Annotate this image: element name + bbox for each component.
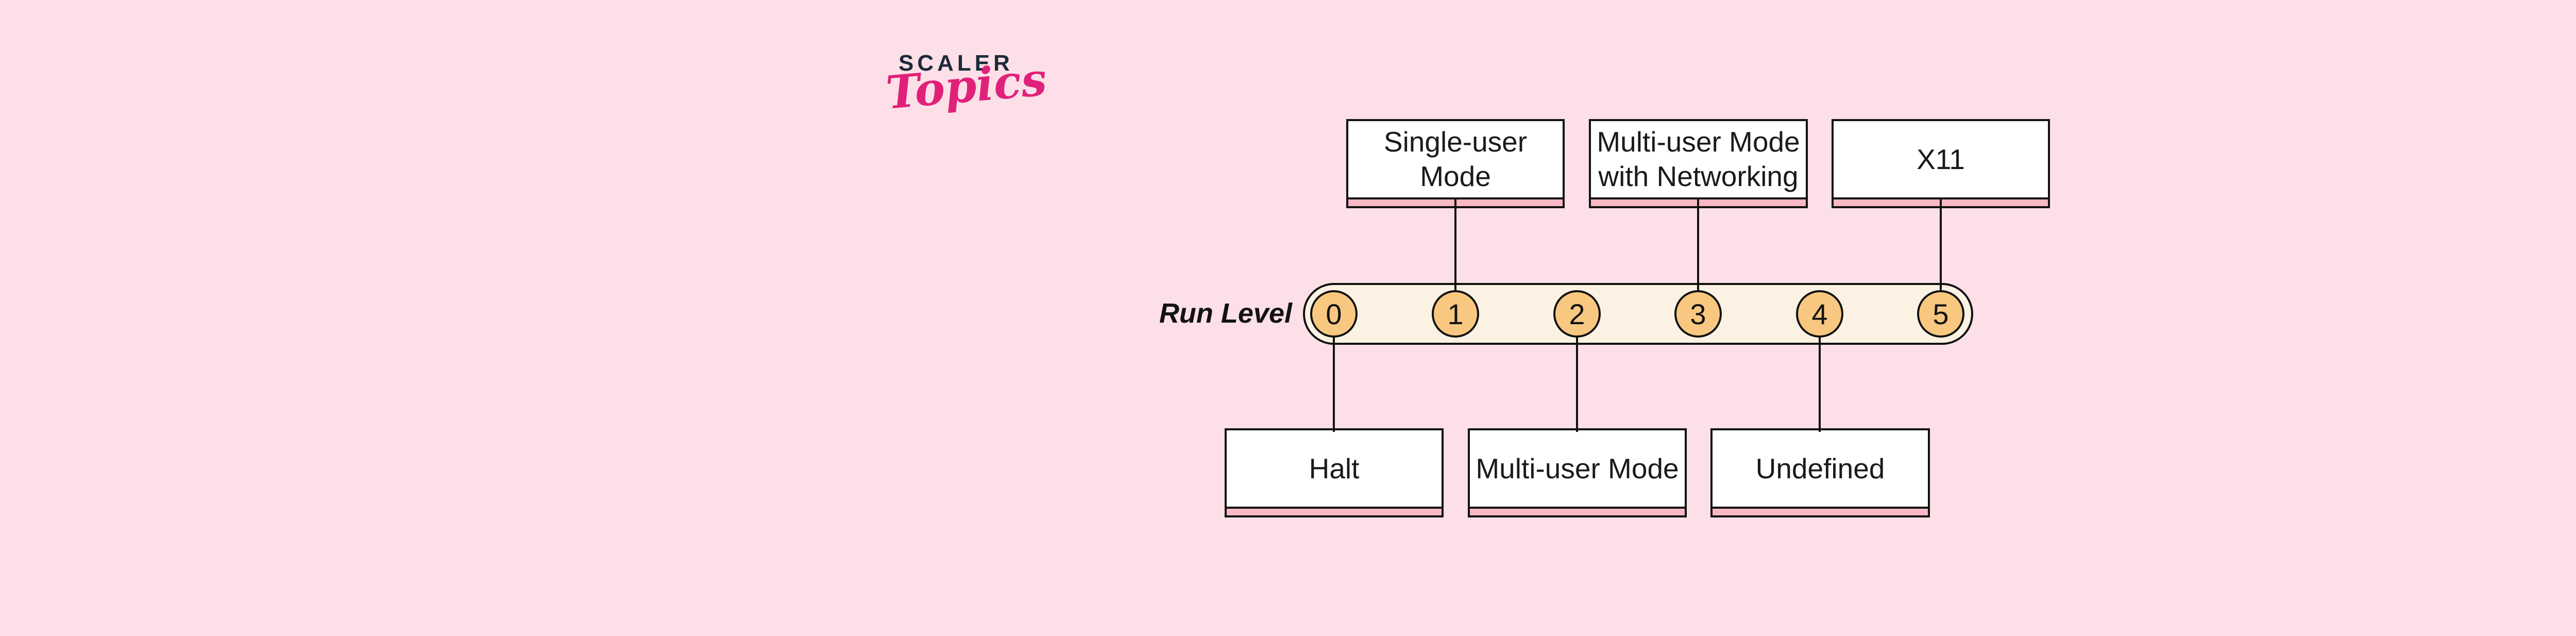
- box-label: Multi-user Mode: [1470, 430, 1685, 507]
- runlevel-number: 0: [1326, 297, 1342, 330]
- box-accent-strip: [1713, 507, 1928, 515]
- runlevel-circle-0: 0: [1310, 290, 1358, 338]
- box-undefined: Undefined: [1710, 428, 1930, 517]
- box-multi-user-mode: Multi-user Mode: [1468, 428, 1687, 517]
- connector-level-1: [1454, 199, 1456, 293]
- box-label: Multi-user Mode with Networking: [1591, 121, 1806, 197]
- runlevel-circle-2: 2: [1553, 290, 1601, 338]
- box-label-line: Mode: [1420, 160, 1491, 192]
- runlevel-circle-1: 1: [1432, 290, 1479, 338]
- box-label-line: with Networking: [1598, 160, 1799, 192]
- box-label-line: Single-user: [1383, 126, 1528, 158]
- box-label-line: Undefined: [1755, 452, 1885, 484]
- runlevel-number: 2: [1569, 297, 1585, 330]
- box-label: X11: [1834, 121, 2048, 197]
- run-level-capsule: [1303, 283, 1973, 345]
- box-accent-strip: [1470, 507, 1685, 515]
- scaler-topics-logo: SCALER Topics: [884, 47, 1048, 150]
- box-label-line: X11: [1917, 143, 1965, 175]
- box-label: Undefined: [1713, 430, 1928, 507]
- box-label-line: Halt: [1309, 452, 1360, 484]
- runlevel-circle-5: 5: [1917, 290, 1964, 338]
- logo-brand-text: SCALER: [899, 51, 1013, 76]
- runlevel-circle-4: 4: [1796, 290, 1843, 338]
- box-halt: Halt: [1225, 428, 1444, 517]
- connector-level-5: [1940, 199, 1942, 293]
- connector-level-0: [1333, 335, 1335, 432]
- runlevel-number: 4: [1811, 297, 1828, 330]
- runlevel-number: 5: [1933, 297, 1949, 330]
- box-x11: X11: [1832, 119, 2050, 208]
- box-label-line: Multi-user Mode: [1476, 452, 1679, 484]
- runlevel-circle-3: 3: [1674, 290, 1722, 338]
- box-label: Halt: [1227, 430, 1442, 507]
- runlevel-number: 3: [1690, 297, 1706, 330]
- connector-level-2: [1576, 335, 1578, 432]
- box-single-user-mode: Single-user Mode: [1346, 119, 1565, 208]
- box-label: Single-user Mode: [1348, 121, 1563, 197]
- connector-level-4: [1819, 335, 1821, 432]
- box-accent-strip: [1227, 507, 1442, 515]
- run-level-label: Run Level: [1159, 298, 1292, 329]
- runlevel-number: 1: [1447, 297, 1464, 330]
- connector-level-3: [1697, 199, 1699, 293]
- box-multi-user-mode-with-networking: Multi-user Mode with Networking: [1589, 119, 1808, 208]
- box-label-line: Multi-user Mode: [1597, 126, 1800, 158]
